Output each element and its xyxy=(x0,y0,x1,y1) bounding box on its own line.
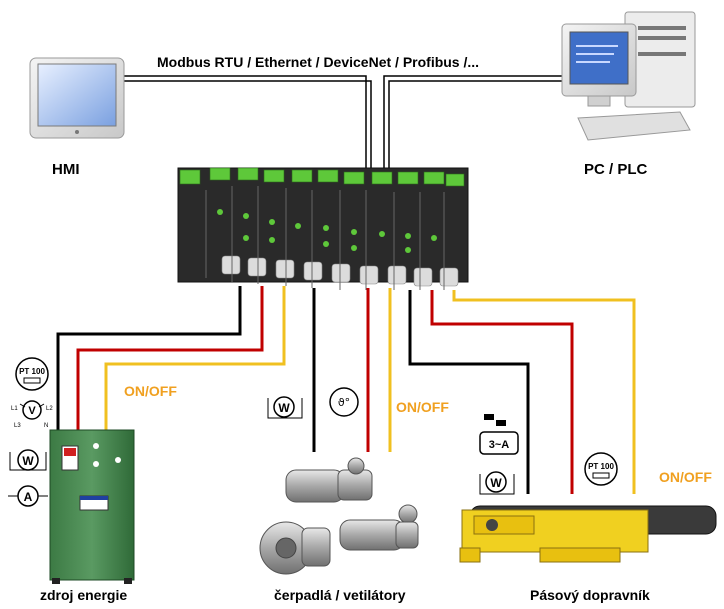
voltmeter-icon: V L1 L2 L3 N xyxy=(11,400,53,429)
svg-text:A: A xyxy=(24,490,33,504)
conveyor xyxy=(459,505,717,563)
motor-current-icon: 3~A xyxy=(479,414,519,455)
onoff-label-power: ON/OFF xyxy=(124,383,177,399)
svg-text:W: W xyxy=(490,476,502,490)
pc-plc-label: PC / PLC xyxy=(584,161,648,178)
relay-module-block xyxy=(177,167,469,290)
svg-text:ϑ°: ϑ° xyxy=(338,396,350,409)
bus-protocols-label: Modbus RTU / Ethernet / DeviceNet / Prof… xyxy=(157,54,480,70)
svg-text:L2: L2 xyxy=(46,406,53,412)
svg-text:V: V xyxy=(28,405,36,417)
onoff-label-pumps: ON/OFF xyxy=(396,399,449,415)
hmi-panel-icon xyxy=(29,57,125,139)
temperature-sensor-icon: ϑ° xyxy=(329,387,359,417)
ammeter-icon: A xyxy=(8,485,48,507)
pt100-sensor-right-icon: PT 100 xyxy=(584,452,618,486)
power-source-label: zdroj energie xyxy=(40,587,128,603)
svg-text:L3: L3 xyxy=(14,423,21,429)
svg-text:PT 100: PT 100 xyxy=(19,367,45,376)
wattmeter-right-icon: W xyxy=(479,471,515,495)
svg-text:PT 100: PT 100 xyxy=(588,462,614,471)
pumps-fans-label: čerpadlá / vetilátory xyxy=(274,587,406,603)
pumps-fans xyxy=(259,457,419,575)
power-cabinet xyxy=(49,429,135,584)
pc-icon xyxy=(561,11,696,141)
bus-lines xyxy=(120,75,563,176)
svg-text:L1: L1 xyxy=(11,406,18,412)
hmi-label: HMI xyxy=(52,161,80,178)
conveyor-label: Pásový dopravník xyxy=(530,587,650,603)
wires xyxy=(56,286,636,494)
onoff-label-conveyor: ON/OFF xyxy=(659,469,712,485)
wattmeter-left-icon: W xyxy=(9,449,47,471)
svg-text:W: W xyxy=(278,401,290,415)
wattmeter-middle-icon: W xyxy=(267,396,303,419)
svg-text:W: W xyxy=(22,454,34,468)
svg-text:3~A: 3~A xyxy=(489,439,510,451)
pt100-sensor-left-icon: PT 100 xyxy=(15,357,49,391)
svg-text:N: N xyxy=(44,423,48,429)
